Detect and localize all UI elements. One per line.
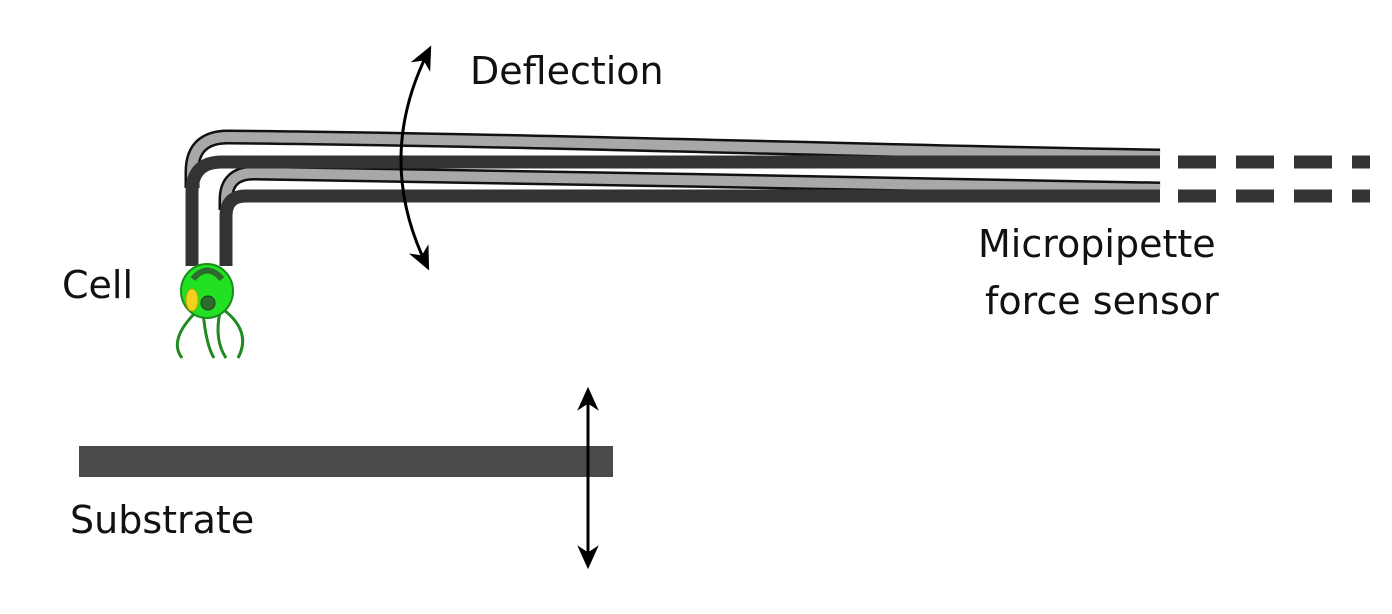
micropipette-label-line2: force sensor: [985, 279, 1219, 323]
substrate-label: Substrate: [70, 498, 254, 542]
deflection-label: Deflection: [470, 49, 664, 93]
micropipette-continuation: [1178, 155, 1370, 203]
micropipette: [185, 155, 1160, 266]
cell-label: Cell: [62, 263, 133, 307]
deflection-arrow-icon: [399, 45, 432, 271]
cell-icon: [175, 263, 245, 359]
substrate-bar: [79, 446, 613, 477]
micropipette-deflected-fill: [187, 131, 1161, 210]
micropipette-label-line1: Micropipette: [978, 222, 1216, 266]
